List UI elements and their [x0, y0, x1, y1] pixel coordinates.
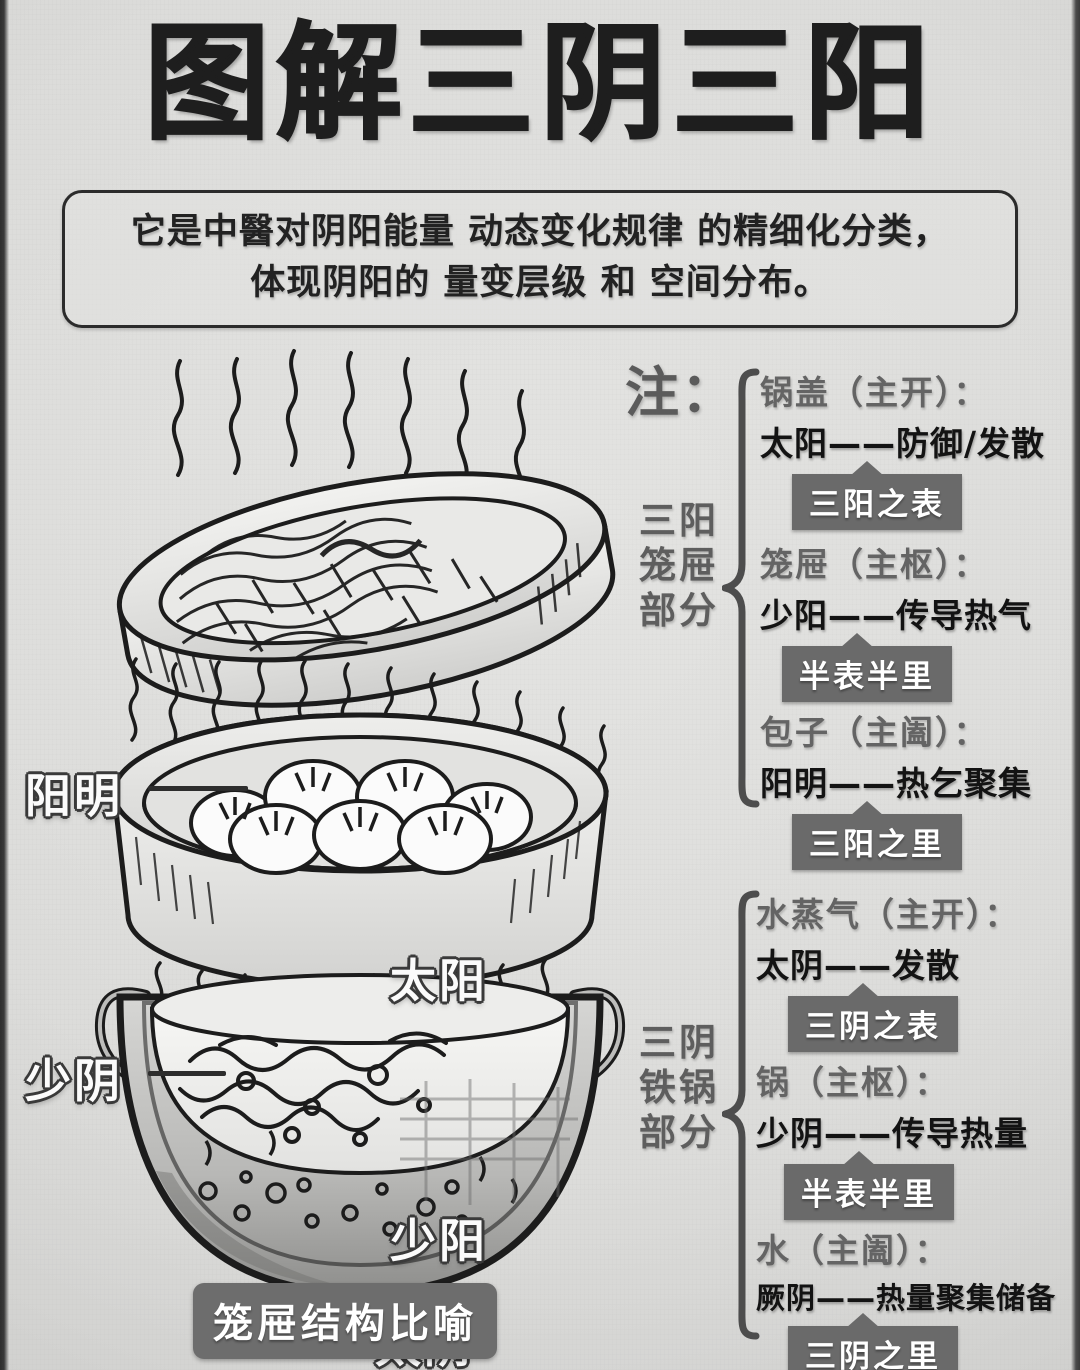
illustration-caption-badge: 笼屉结构比喻 [193, 1283, 497, 1359]
note-head-baozi: 包子（主阖）： [760, 713, 989, 752]
note-badge-guogai-text: 三阳之表 [809, 487, 945, 523]
note-badge-baozi-text: 三阳之里 [809, 827, 945, 863]
pot-texture [400, 1079, 578, 1205]
subtitle-line-1: 它是中醫对阴阳能量 动态变化规律 的精细化分类， [130, 212, 950, 252]
steamer-basket [111, 712, 609, 990]
page-left-edge [0, 0, 9, 1370]
note-badge-wrap-shuizhengqi: 三阴之表 [788, 983, 958, 1052]
note-item-guogai: 锅盖（主开）： 太阳——防御/发散 三阳之表 [760, 366, 1045, 530]
leader-line-shaoyin [148, 1071, 226, 1076]
note-item-baozi: 包子（主阖）： 阳明——热乞聚集 三阳之里 [760, 706, 1032, 870]
note-body-guogai: 太阳——防御/发散 [760, 424, 1046, 463]
note-badge-longti-text: 半表半里 [799, 659, 935, 695]
note-item-shui: 水（主阖）： 厥阴——热量聚集储备 三阴之里 [756, 1224, 1056, 1370]
note-head-longti: 笼屉（主枢）： [760, 545, 989, 584]
note-badge-wrap-shui: 三阴之里 [788, 1313, 958, 1370]
page-right-edge [1071, 0, 1080, 1370]
note-badge-guogai: 三阳之表 [792, 474, 962, 530]
water-swirls [178, 1031, 448, 1147]
badge-arrow-icon [846, 983, 880, 998]
iron-pot [94, 973, 626, 1297]
steamer-illustration: 太阳 少阳 太阴 厥阴 [60, 345, 680, 1370]
subtitle-line-2: 体现阴阳的 量变层级 和 空间分布。 [250, 262, 830, 303]
note-badge-shui: 三阴之里 [788, 1326, 958, 1370]
group-label-sanyin-line-2: 铁锅 [639, 1066, 719, 1110]
illustration-label-taiyang: 太阳 [390, 954, 488, 1008]
group-label-sanyin-line-1: 三阴 [639, 1021, 719, 1064]
badge-arrow-icon [840, 633, 874, 648]
note-item-shuizhengqi: 水蒸气（主开）： 太阴——发散 三阴之表 [756, 888, 1020, 1052]
note-head-guogai: 锅盖（主开）： [760, 373, 989, 412]
note-badge-wrap-guogai: 三阳之表 [792, 461, 962, 530]
note-head-shui: 水（主阖）： [756, 1231, 950, 1270]
illustration-label-shaoyin: 少阴 [25, 1054, 123, 1108]
badge-arrow-icon [846, 1313, 880, 1328]
buns [189, 759, 533, 875]
note-badge-shuizhengqi: 三阴之表 [788, 996, 958, 1052]
note-badge-wrap-guo: 半表半里 [784, 1151, 954, 1220]
note-body-guo: 少阴——传导热量 [756, 1114, 1028, 1153]
brace-sanyin [722, 890, 762, 1340]
group-label-sanyang-line-1: 三阳 [639, 499, 719, 542]
group-label-sanyang-line-3: 部分 [639, 589, 719, 633]
note-body-shui: 厥阴——热量聚集储备 [756, 1281, 1057, 1315]
note-badge-guo-text: 半表半里 [801, 1177, 937, 1213]
note-badge-longti: 半表半里 [782, 646, 952, 702]
note-item-longti: 笼屉（主枢）： 少阳——传导热气 半表半里 [760, 538, 1032, 702]
bubbles [198, 1130, 518, 1237]
note-head-guo: 锅（主枢）： [756, 1063, 950, 1102]
note-badge-shuizhengqi-text: 三阴之表 [805, 1009, 941, 1045]
badge-arrow-icon [850, 461, 884, 476]
badge-arrow-icon [850, 801, 884, 816]
subtitle-box: 它是中醫对阴阳能量 动态变化规律 的精细化分类， 体现阴阳的 量变层级 和 空间… [62, 190, 1018, 328]
note-body-shuizhengqi: 太阴——发散 [756, 946, 960, 985]
bun-pleats [218, 767, 504, 836]
group-label-sanyin: 三阴 铁锅 部分 [634, 1020, 724, 1155]
notes-marker: 注： [625, 361, 737, 424]
note-body-longti: 少阳——传导热气 [760, 596, 1032, 635]
illustration-label-shaoyang: 少阳 [390, 1214, 488, 1268]
note-badge-wrap-baozi: 三阳之里 [792, 801, 962, 870]
note-badge-wrap-longti: 半表半里 [782, 633, 952, 702]
group-label-sanyin-line-3: 部分 [639, 1111, 719, 1155]
note-badge-baozi: 三阳之里 [792, 814, 962, 870]
brace-sanyang [722, 368, 762, 808]
note-item-guo: 锅（主枢）： 少阴——传导热量 半表半里 [756, 1056, 1028, 1220]
note-head-shuizhengqi: 水蒸气（主开）： [756, 895, 1020, 934]
note-body-baozi: 阳明——热乞聚集 [760, 764, 1032, 803]
group-label-sanyang: 三阳 笼屉 部分 [634, 498, 724, 633]
illustration-caption-text: 笼屉结构比喻 [213, 1301, 477, 1347]
steamer-lid [116, 471, 616, 708]
note-badge-shui-text: 三阴之里 [805, 1339, 941, 1370]
badge-arrow-icon [842, 1151, 876, 1166]
page-title: 图解三阴三阳 [143, 10, 936, 157]
note-badge-guo: 半表半里 [784, 1164, 954, 1220]
group-label-sanyang-line-2: 笼屉 [639, 544, 719, 588]
leader-line-yangming [148, 786, 248, 791]
illustration-label-yangming: 阳明 [25, 769, 123, 823]
